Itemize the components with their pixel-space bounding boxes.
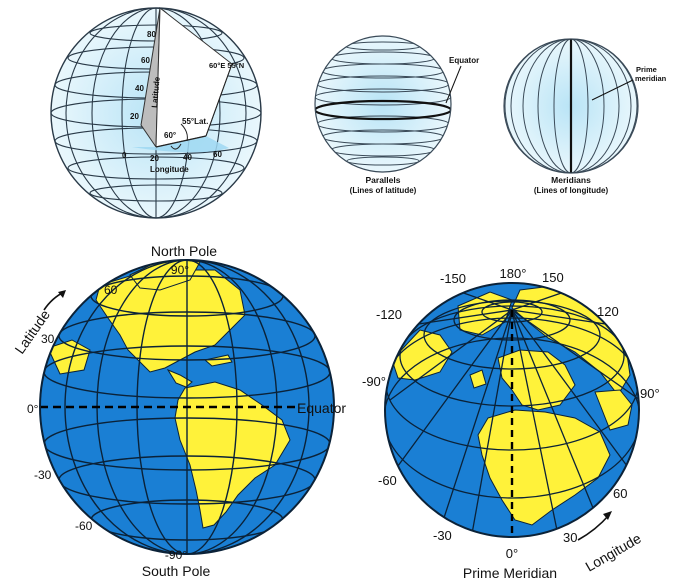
graticule-globe: 80 60 40 20 Latitude 60°E 55°N 55°Lat. 6… xyxy=(50,6,262,219)
lon-tick-120: 120 xyxy=(597,304,619,319)
lon-tick-minus-90: -90° xyxy=(362,374,386,389)
parallels-caption: Parallels xyxy=(366,175,401,185)
britain-landmass xyxy=(469,369,487,389)
equator-label: Equator xyxy=(449,56,479,65)
prime-meridian-label: Prime xyxy=(636,65,657,74)
latitude-angle-label: 55°Lat. xyxy=(182,117,208,126)
lon-tick-60: 60 xyxy=(213,150,222,159)
longitude-arrow xyxy=(577,514,610,541)
prime-meridian-label: Prime Meridian xyxy=(463,565,557,581)
longitude-arrowhead xyxy=(603,511,612,520)
longitude-axis-label: Longitude xyxy=(583,530,644,575)
lat-tick-60: 60 xyxy=(104,283,118,297)
lat-tick-20: 20 xyxy=(130,112,139,121)
equator-label: Equator xyxy=(297,400,346,416)
south-pole-label: South Pole xyxy=(142,563,211,579)
lat-tick-minus-60: -60 xyxy=(75,519,93,533)
lat-tick-40: 40 xyxy=(135,84,144,93)
lon-tick-20: 20 xyxy=(150,154,159,163)
caribbean-islands xyxy=(203,354,233,367)
lon-tick-180: 180° xyxy=(500,266,527,281)
lon-tick-minus-120: -120 xyxy=(376,307,402,322)
lat-tick-30: 30 xyxy=(41,332,55,346)
latitude-axis-label: Latitude xyxy=(150,76,162,108)
lon-tick-30: 30 xyxy=(563,530,577,545)
lon-tick-90: 90° xyxy=(640,386,660,401)
prime-meridian-label-2: meridian xyxy=(635,74,667,83)
lat-tick-minus-90: -90° xyxy=(165,548,187,562)
lat-tick-80: 80 xyxy=(147,30,156,39)
latitude-globe: North Pole 90° 60 30 0° -30 -60 -90° Sou… xyxy=(11,243,346,579)
point-coordinate-label: 60°E 55°N xyxy=(209,61,244,70)
lon-tick-0: 0 xyxy=(122,151,127,160)
lon-tick-minus-30: -30 xyxy=(433,528,452,543)
meridians-caption: Meridians xyxy=(551,175,591,185)
north-pole-label: North Pole xyxy=(151,243,217,259)
lat-tick-0: 0° xyxy=(27,402,39,416)
lat-tick-90: 90° xyxy=(171,263,189,277)
asia-landmass xyxy=(594,389,633,431)
longitude-angle-label: 60° xyxy=(164,131,176,140)
meridians-caption-sub: (Lines of longitude) xyxy=(534,186,609,195)
lon-tick-150: 150 xyxy=(542,270,564,285)
latitude-arrowhead xyxy=(58,290,66,298)
longitude-globe: 180° -150 150 -120 120 -90° 90° -60 60 -… xyxy=(362,266,660,581)
lon-tick-0: 0° xyxy=(506,546,518,561)
parallels-globe: Equator Parallels (Lines of latitude) xyxy=(314,35,479,195)
lon-tick-minus-150: -150 xyxy=(440,271,466,286)
lat-tick-minus-30: -30 xyxy=(34,468,52,482)
longitude-axis-label: Longitude xyxy=(150,165,189,174)
meridians-globe: Prime meridian Meridians (Lines of longi… xyxy=(503,38,667,195)
lon-tick-60: 60 xyxy=(613,486,627,501)
central-america-landmass xyxy=(166,368,193,388)
lon-tick-40: 40 xyxy=(183,153,192,162)
lat-tick-60: 60 xyxy=(141,56,150,65)
lon-tick-minus-60: -60 xyxy=(378,473,397,488)
parallels-caption-sub: (Lines of latitude) xyxy=(350,186,417,195)
